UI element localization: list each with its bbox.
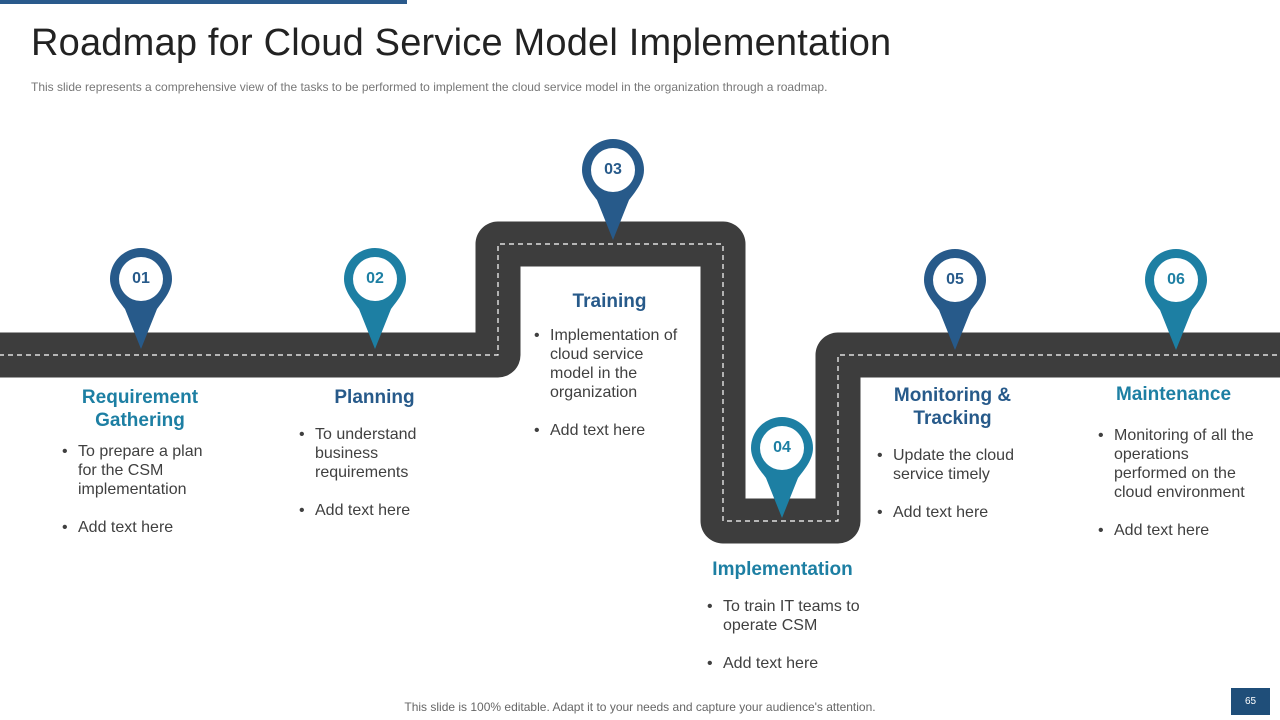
step-bullet: Implementation of cloud service model in… [532,326,682,402]
step-maintenance: Maintenance Monitoring of all the operat… [1096,383,1256,540]
slide-subtitle: This slide represents a comprehensive vi… [31,80,828,94]
step-title: Maintenance [1115,384,1232,405]
road-center-line [0,243,1280,522]
step-bullets: Implementation of cloud service model in… [532,326,682,440]
pin-number-03: 03 [604,161,622,178]
pin-number-05: 05 [946,271,964,288]
step-bullets: To train IT teams to operate CSM Add tex… [705,597,865,673]
step-bullet: To understand business requirements [297,425,437,482]
step-title: Implementation [712,559,853,580]
step-bullet: Add text here [875,503,1025,522]
slide-title: Roadmap for Cloud Service Model Implemen… [31,22,892,64]
step-implementation: Implementation To train IT teams to oper… [705,558,875,673]
step-bullets: To prepare a plan for the CSM implementa… [60,442,220,537]
pin-marker-05-center [933,258,977,302]
step-monitoring-tracking: Monitoring & Tracking Update the cloud s… [875,384,1035,522]
step-bullet: Add text here [297,501,437,520]
step-bullets: Monitoring of all the operations perform… [1096,426,1256,540]
step-bullet: To train IT teams to operate CSM [705,597,865,635]
step-bullet: Add text here [532,421,682,440]
top-accent-bar [0,0,407,4]
step-bullet: Add text here [705,654,865,673]
step-title: Monitoring & Tracking [893,385,1012,429]
footer-note: This slide is 100% editable. Adapt it to… [404,700,876,714]
pin-marker-03-center [591,148,635,192]
step-bullet: To prepare a plan for the CSM implementa… [60,442,220,499]
page-number-badge: 65 [1231,688,1270,715]
pin-number-04: 04 [773,439,791,456]
pin-marker-03[interactable] [582,139,644,240]
step-bullets: Update the cloud service timely Add text… [875,446,1025,522]
pin-marker-06[interactable] [1145,249,1207,350]
step-bullet: Add text here [60,518,220,537]
step-bullets: To understand business requirements Add … [297,425,437,520]
step-training: Training Implementation of cloud service… [532,290,692,440]
pin-marker-05[interactable] [924,249,986,350]
pin-marker-02[interactable] [344,248,406,349]
step-title: Planning [334,387,415,408]
step-bullet: Add text here [1096,521,1256,540]
pin-number-06: 06 [1167,271,1185,288]
pin-marker-04[interactable] [751,417,813,518]
pin-marker-02-center [353,257,397,301]
pin-marker-01[interactable] [110,248,172,349]
step-title: Requirement Gathering [81,387,199,431]
pin-marker-06-center [1154,258,1198,302]
step-bullet: Monitoring of all the operations perform… [1096,426,1256,502]
step-bullet: Update the cloud service timely [875,446,1025,484]
pin-marker-01-center [119,257,163,301]
pin-marker-04-center [760,426,804,470]
pin-number-01: 01 [132,270,150,287]
step-requirement-gathering: Requirement Gathering To prepare a plan … [60,386,225,537]
step-planning: Planning To understand business requirem… [297,386,457,520]
pin-number-02: 02 [366,270,384,287]
step-title: Training [572,291,647,312]
